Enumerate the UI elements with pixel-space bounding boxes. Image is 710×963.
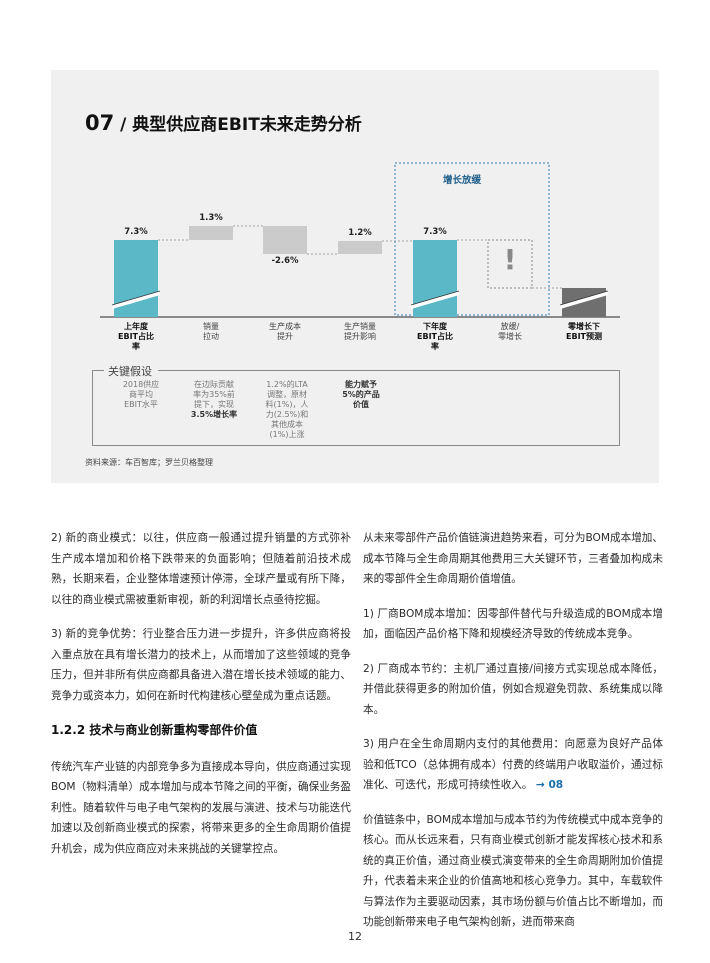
axis-break-line-6: [559, 290, 609, 306]
paragraph-cost-saving: 2) 厂商成本节约：主机厂通过直接/间接方式实现总成本降低，并借此获得更多的附加…: [363, 662, 663, 716]
assumption-0: 2018供应 商平均 EBIT水平: [122, 380, 160, 409]
growth-slowdown-label: 增长放缓: [442, 175, 481, 186]
paragraph-conclusion: 价值链条中，BOM成本增加与成本节约为传统模式中成本竞争的核心。而从长远来看，只…: [363, 813, 663, 929]
x-label-3: 生产销量 提升影响: [344, 322, 376, 341]
value-label-3: 1.2%: [348, 228, 372, 238]
paragraph-competition: 3) 新的竞争优势：行业整合压力进一步提升，许多供应商将投入重点放在具有增长潜力…: [51, 628, 351, 702]
paragraph-business-model: 2) 新的商业模式：以往，供应商一般通过提升销量的方式弥补生产成本增加和价格下跌…: [51, 532, 351, 606]
right-column: 从未来零部件产品价值链演进趋势来看，可分为BOM成本增加、成本节降与全生命周期其…: [363, 528, 663, 947]
value-label-1: 1.3%: [199, 213, 223, 223]
assumptions-box: [92, 370, 620, 446]
value-label-2: -2.6%: [271, 256, 299, 266]
value-label-4: 7.3%: [423, 227, 447, 237]
assumption-1-text: 在边际贡献 率为35%前 提下，实现: [193, 380, 235, 409]
value-label-5: !: [503, 243, 517, 276]
paragraph-value-chain: 从未来零部件产品价值链演进趋势来看，可分为BOM成本增加、成本节降与全生命周期其…: [363, 532, 663, 585]
x-label-4: 下年度 EBIT占比 率: [417, 322, 453, 351]
left-column: 2) 新的商业模式：以往，供应商一般通过提升销量的方式弥补生产成本增加和价格下跌…: [51, 528, 351, 873]
chart-title-slash: /: [120, 115, 127, 135]
exhibit-link[interactable]: → 08: [535, 779, 564, 791]
chart-title-text: 典型供应商EBIT未来走势分析: [132, 115, 362, 135]
bar-3: [338, 241, 382, 254]
bar-placeholder-slowdown: [487, 239, 533, 289]
axis-break-line-4: [410, 290, 460, 306]
x-label-0: 上年度 EBIT占比 率: [118, 322, 154, 351]
axis-break-line-0: [111, 290, 161, 306]
chart-title: 07 / 典型供应商EBIT未来走势分析: [85, 110, 362, 135]
chart-source: 资料来源：车百智库；罗兰贝格整理: [85, 458, 213, 467]
chart-number: 07: [85, 111, 115, 135]
assumption-1: 在边际贡献 率为35%前 提下，实现 3.5%增长率: [183, 380, 245, 420]
paragraph-bom: 1) 厂商BOM成本增加：因零部件替代与升级造成的BOM成本增加，面临因产品价格…: [363, 607, 663, 641]
assumptions-border-left: [92, 370, 104, 371]
x-label-1: 销量 拉动: [203, 322, 219, 341]
assumptions-border-right: [158, 370, 620, 371]
axis-break-mark-6: [559, 291, 609, 309]
assumption-1-emphasis: 3.5%增长率: [190, 410, 238, 419]
paragraph-traditional: 传统汽车产业链的内部竞争多为直接成本导向，供应商通过实现BOM（物料清单）成本增…: [51, 760, 351, 855]
axis-break-mark-4: [410, 291, 460, 309]
assumption-3: 能力赋予 5%的产品 价值: [342, 380, 380, 409]
value-label-0: 7.3%: [124, 227, 148, 237]
waterfall-chart: [100, 162, 620, 318]
paragraph-user-fees: 3) 用户在全生命周期内支付的其他费用：向愿意为良好产品体验和低TCO（总体拥有…: [363, 734, 663, 796]
x-label-6: 零增长下 EBIT预测: [566, 322, 602, 341]
bar-1: [189, 226, 233, 240]
section-heading: 1.2.2 技术与商业创新重构零部件价值: [51, 723, 258, 737]
x-label-2: 生产成本 提升: [269, 322, 301, 341]
bar-2: [263, 226, 307, 254]
growth-slowdown-box: [394, 162, 550, 316]
assumptions-title: 关键假设: [108, 365, 152, 378]
page-number: 12: [348, 930, 362, 943]
axis-break-mark-0: [111, 291, 161, 309]
user-fees-text: 3) 用户在全生命周期内支付的其他费用：向愿意为良好产品体验和低TCO（总体拥有…: [363, 738, 663, 791]
x-label-5: 放缓/ 零增长: [498, 322, 522, 341]
assumption-2: 1.2%的LTA 调整，原材 料(1%)，人 力(2.5%)和 其他成本 (1%…: [265, 380, 309, 439]
